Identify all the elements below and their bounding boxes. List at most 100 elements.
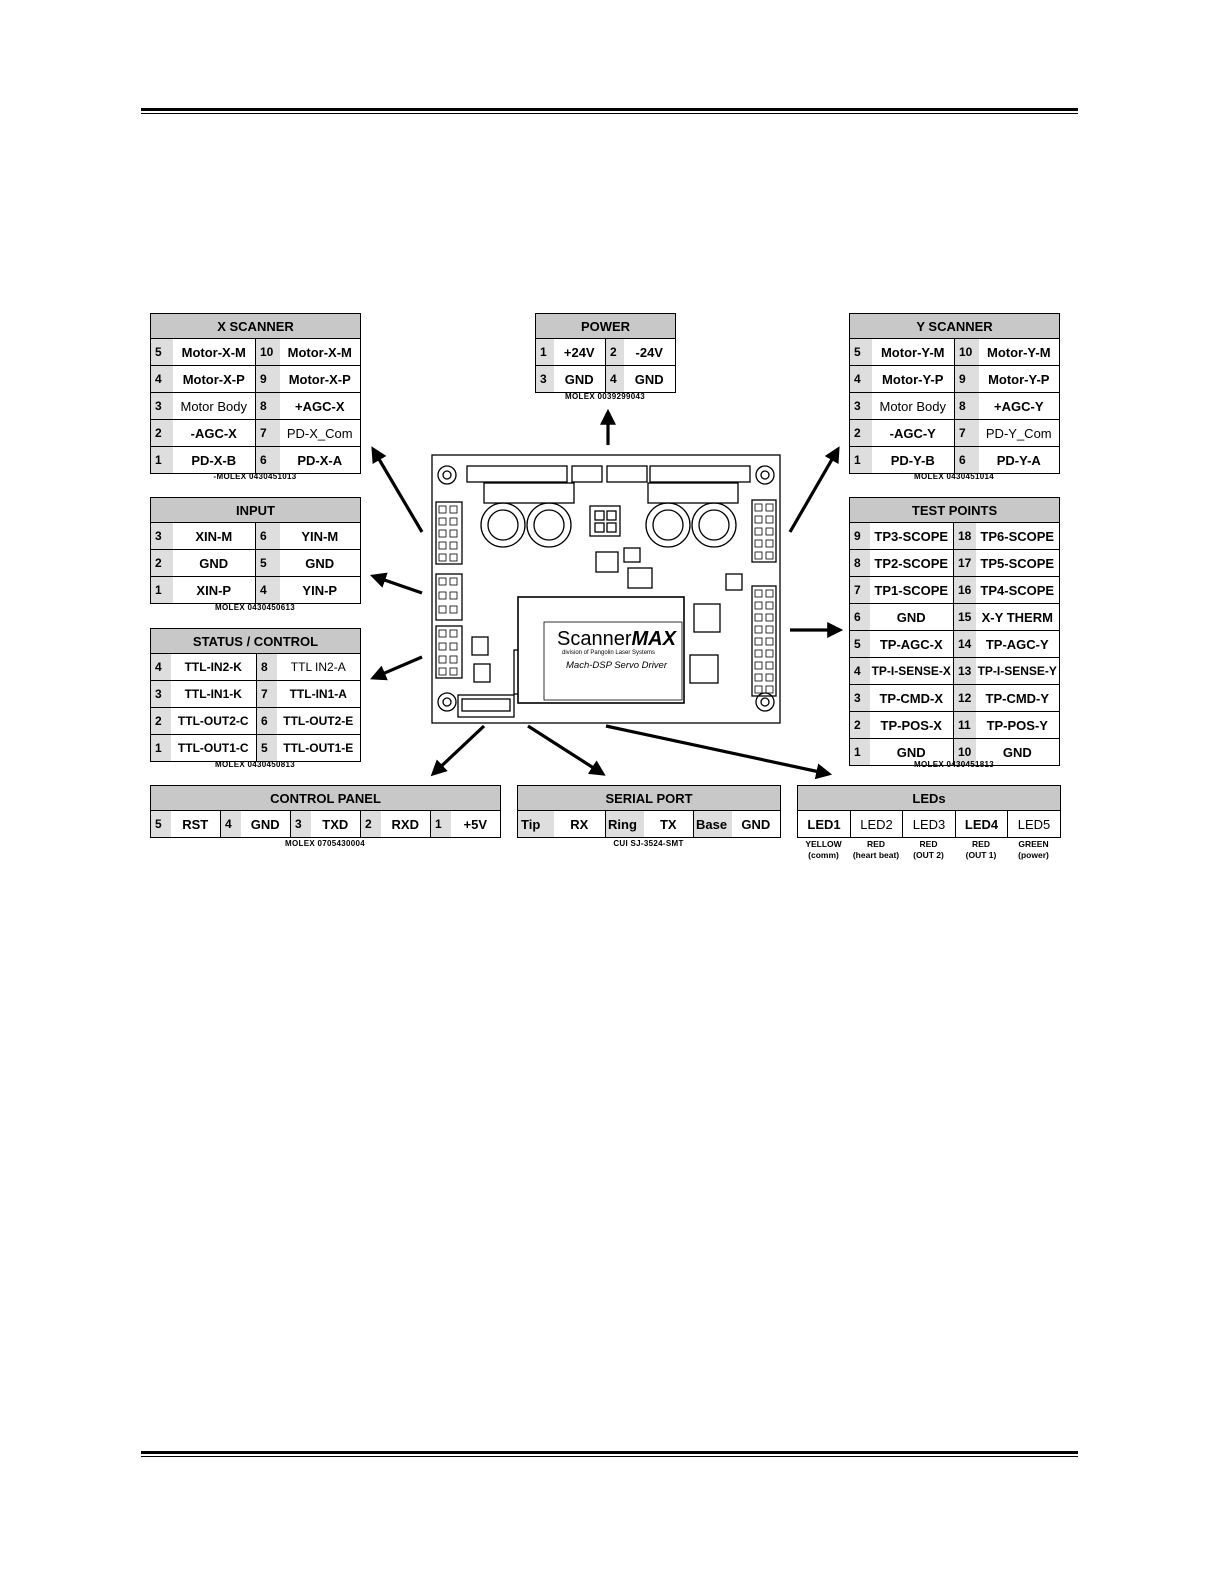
pin-signal: TXD xyxy=(310,810,361,838)
pin-number: 15 xyxy=(953,603,976,631)
pin-number: 3 xyxy=(535,365,554,393)
led1-desc: YELLOW(comm) xyxy=(797,839,850,861)
serial-port-table: SERIAL PORT Tip RX Ring TX Base GND xyxy=(516,785,782,838)
table-title: CONTROL PANEL xyxy=(149,785,502,811)
pin-number: 1 xyxy=(150,446,173,474)
pin-number: 7 xyxy=(849,576,870,604)
pin-signal: GND xyxy=(240,810,291,838)
pin-signal: Motor-Y-P xyxy=(978,365,1061,393)
pin-number: 8 xyxy=(954,392,979,420)
pin-signal: Motor Body xyxy=(871,392,955,420)
pin-number: 6 xyxy=(256,707,277,735)
pin-number: 5 xyxy=(255,549,280,577)
pin-number: 6 xyxy=(849,603,870,631)
pin-number: 3 xyxy=(849,392,872,420)
part-number: MOLEX 0430451014 xyxy=(914,472,994,481)
led4-desc: RED(OUT 1) xyxy=(955,839,1007,861)
led-label: LED3 xyxy=(902,810,956,838)
pin-signal: TP-CMD-X xyxy=(869,684,954,712)
pin-number: 4 xyxy=(255,576,280,604)
pin-number: 16 xyxy=(953,576,976,604)
pin-number: 1 xyxy=(535,338,554,366)
pin-signal: RXD xyxy=(380,810,431,838)
brand-name: ScannerMAX xyxy=(557,628,678,650)
pin-number: 5 xyxy=(150,810,171,838)
pin-signal: TP-POS-Y xyxy=(975,711,1061,739)
led-function: (comm) xyxy=(808,850,839,860)
pin-number: 8 xyxy=(255,392,280,420)
pin-number: 9 xyxy=(255,365,280,393)
pin-signal: TP4-SCOPE xyxy=(975,576,1061,604)
pin-signal: -24V xyxy=(623,338,676,366)
pin-number: Tip xyxy=(517,810,554,838)
pin-number: 6 xyxy=(255,522,280,550)
led-label: LED4 xyxy=(955,810,1008,838)
led-function: (heart beat) xyxy=(852,850,900,860)
arrow-y-scanner xyxy=(788,446,840,533)
pin-signal: GND xyxy=(553,365,606,393)
pin-number: 17 xyxy=(953,549,976,577)
arrow-control-panel xyxy=(430,724,486,777)
led-color: RED xyxy=(919,839,938,849)
pin-number: 3 xyxy=(150,392,173,420)
pin-number: 9 xyxy=(849,522,870,550)
pin-signal: +AGC-X xyxy=(279,392,362,420)
pin-signal: GND xyxy=(279,549,361,577)
part-number: MOLEX 0430450813 xyxy=(215,760,295,769)
pin-signal: GND xyxy=(623,365,676,393)
pin-signal: RX xyxy=(553,810,606,838)
pin-number: 14 xyxy=(953,630,976,658)
pin-number: 18 xyxy=(953,522,976,550)
led5-desc: GREEN(power) xyxy=(1007,839,1060,861)
connector-arrows xyxy=(369,408,844,780)
pin-signal: GND xyxy=(869,603,954,631)
pin-number: 8 xyxy=(256,653,277,681)
pin-signal: PD-X-A xyxy=(279,446,362,474)
led-function: (power) xyxy=(1018,850,1049,860)
table-title: POWER xyxy=(535,313,676,339)
pin-signal: TP3-SCOPE xyxy=(869,522,954,550)
part-number: CUI SJ-3524-SMT xyxy=(613,839,684,848)
pin-number: 7 xyxy=(954,419,979,447)
pin-signal: TTL-OUT1-E xyxy=(276,734,361,762)
pin-signal: X-Y THERM xyxy=(975,603,1061,631)
arrow-x-scanner xyxy=(371,446,424,533)
table-title: SERIAL PORT xyxy=(516,785,782,811)
pin-signal: TTL-OUT2-E xyxy=(276,707,361,735)
led-label: LED2 xyxy=(850,810,903,838)
pin-signal: Motor Body xyxy=(172,392,256,420)
pin-number: 11 xyxy=(953,711,976,739)
pin-signal: Motor-Y-M xyxy=(978,338,1061,366)
pin-signal: +24V xyxy=(553,338,606,366)
pin-signal: Motor-X-M xyxy=(172,338,256,366)
pin-number: Ring xyxy=(605,810,644,838)
pin-number: 4 xyxy=(150,653,171,681)
product-name: Mach-DSP Servo Driver xyxy=(566,660,668,671)
pin-number: 2 xyxy=(605,338,624,366)
pin-signal: TTL-IN1-K xyxy=(170,680,257,708)
pin-signal: TTL-OUT1-C xyxy=(170,734,257,762)
pin-signal: TP-CMD-Y xyxy=(975,684,1061,712)
pin-signal: TTL-OUT2-C xyxy=(170,707,257,735)
pin-signal: PD-Y-A xyxy=(978,446,1061,474)
pin-number: 5 xyxy=(150,338,173,366)
pin-signal: TP-AGC-X xyxy=(869,630,954,658)
table-title: STATUS / CONTROL xyxy=(150,628,361,654)
pin-number: 2 xyxy=(150,707,171,735)
pin-signal: TP-POS-X xyxy=(869,711,954,739)
